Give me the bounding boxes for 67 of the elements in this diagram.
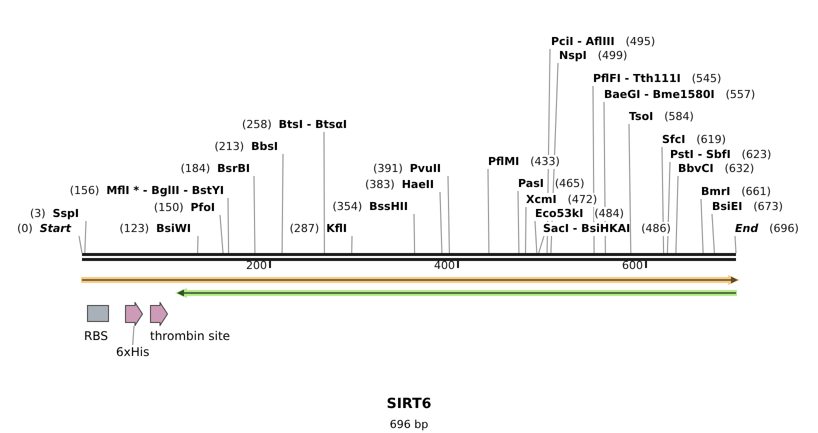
position-number: (123): [119, 222, 150, 236]
leader-line: [282, 154, 284, 254]
leader-line: [488, 168, 490, 254]
leader-line: [132, 326, 134, 346]
position-number: (632): [724, 162, 754, 176]
enzyme-name: NspI: [559, 49, 587, 63]
feature-label: 6xHis: [116, 345, 150, 359]
map-title: SIRT6: [386, 396, 432, 413]
leader-line: [351, 236, 352, 254]
position-number: (619): [696, 133, 726, 147]
position-number: (495): [626, 35, 656, 49]
leader-line: [534, 220, 538, 254]
feature-pentagon: [125, 302, 143, 326]
position-number: (486): [641, 222, 671, 236]
enzyme-name: SspI: [52, 207, 79, 221]
leader-line: [414, 214, 416, 254]
position-number: (545): [692, 72, 722, 86]
leader-line: [324, 132, 325, 254]
enzyme-name: MflI * - BglII - BstYI: [106, 184, 224, 198]
dna-backbone: [82, 253, 736, 261]
leader-line: [518, 190, 520, 254]
leader-line: [440, 192, 442, 254]
enzyme-name: SacI - BsiHKAI: [543, 222, 630, 236]
feature-label: thrombin site: [150, 329, 230, 343]
position-number: (3): [30, 207, 46, 221]
position-number: (673): [753, 200, 783, 214]
position-number: (156): [70, 184, 100, 198]
position-number: (661): [741, 185, 771, 199]
leader-line: [712, 214, 715, 254]
leader-line: [628, 124, 632, 254]
position-number: (484): [594, 207, 624, 221]
position-number: (623): [742, 148, 772, 162]
leader-line: [228, 198, 230, 254]
feature-label: RBS: [84, 329, 108, 343]
position-number: (557): [726, 88, 756, 102]
leader-line: [254, 176, 256, 254]
position-number: (696): [769, 222, 799, 236]
position-number: (184): [180, 162, 210, 176]
orf-feature-bar: [175, 288, 738, 298]
position-number: (391): [373, 162, 403, 176]
position-number: (499): [598, 49, 628, 63]
sequence-length: 696 bp: [390, 418, 428, 432]
enzyme-name: Eco53kI: [535, 207, 584, 221]
leader-line: [662, 146, 664, 254]
leader-line: [525, 206, 526, 254]
position-number: (213): [214, 140, 244, 154]
enzyme-name: XcmI: [526, 193, 557, 207]
position-number: (0): [17, 222, 33, 236]
position-number: (465): [554, 177, 584, 191]
position-number: (287): [290, 222, 320, 236]
leader-line: [220, 214, 224, 254]
orf-feature-bar: [80, 275, 740, 285]
position-number: (433): [530, 155, 560, 169]
leader-line: [448, 176, 450, 254]
leader-line: [538, 236, 544, 254]
leader-line: [734, 236, 736, 254]
position-number: (150): [154, 201, 184, 215]
leader-line: [700, 198, 704, 254]
position-number: (383): [365, 178, 395, 192]
leader-line: [84, 220, 86, 254]
position-number: (472): [568, 193, 598, 207]
position-number: (584): [664, 110, 694, 124]
leader-line: [197, 236, 198, 254]
leader-line: [675, 176, 678, 254]
position-number: (258): [242, 118, 272, 132]
position-number: (354): [332, 200, 362, 214]
leader-line: [78, 236, 82, 254]
